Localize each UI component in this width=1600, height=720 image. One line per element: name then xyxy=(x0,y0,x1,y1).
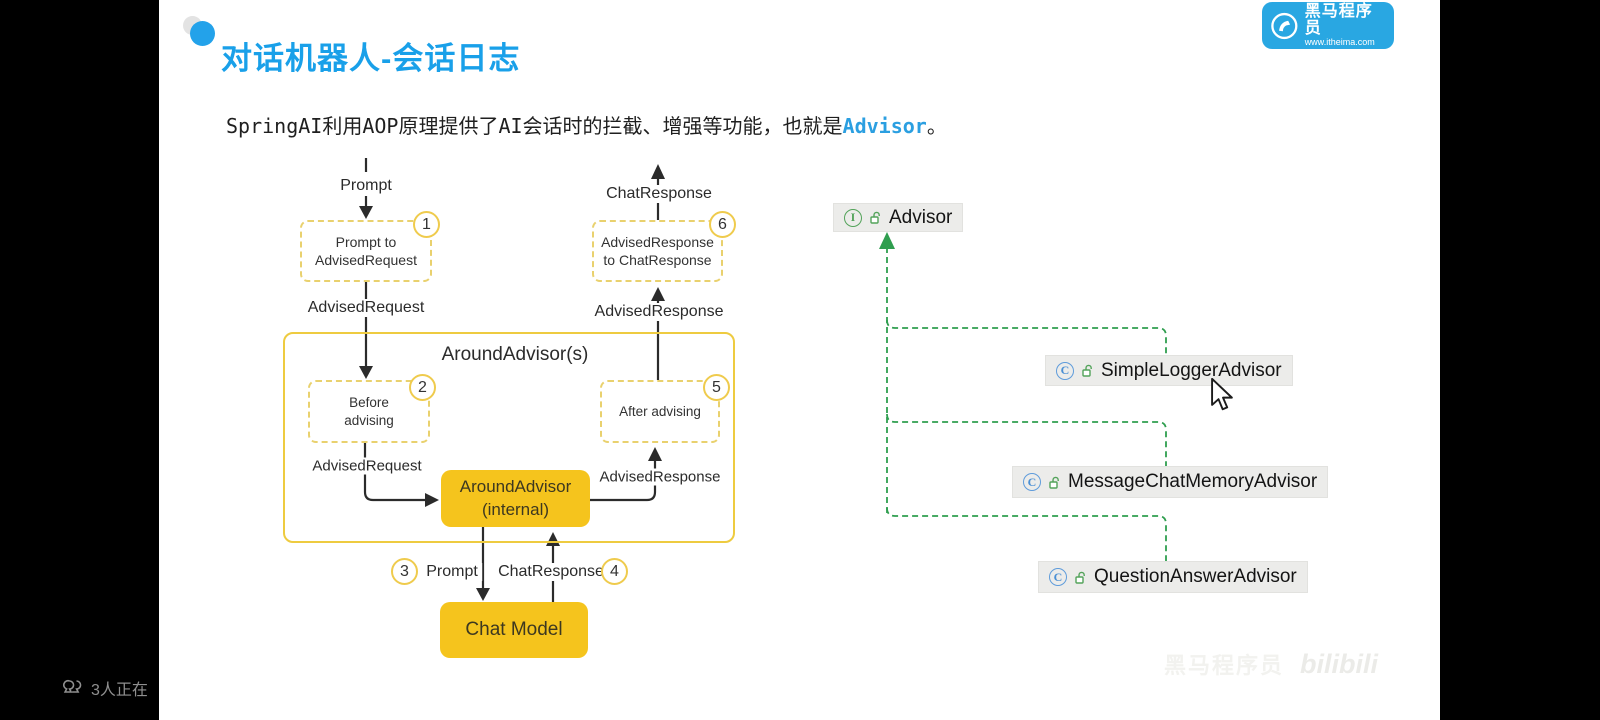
class-name-question-answer: QuestionAnswerAdvisor xyxy=(1094,566,1297,587)
chat-model-box: Chat Model xyxy=(440,602,588,658)
bilibili-logo-text: bilibili xyxy=(1300,649,1379,679)
around-advisors-title: AroundAdvisor(s) xyxy=(441,344,589,365)
class-icon: C xyxy=(1056,361,1074,380)
diagram-connectors xyxy=(359,158,1167,602)
label-prompt-bottom: Prompt xyxy=(422,563,482,581)
class-name-message-chat-memory: MessageChatMemoryAdvisor xyxy=(1068,471,1318,492)
slide: 对话机器人-会话日志 SpringAI利用AOP原理提供了AI会话时的拦截、增强… xyxy=(159,0,1440,720)
label-chatresponse-bottom: ChatResponse xyxy=(494,563,608,581)
step1-line2: AdvisedRequest xyxy=(315,252,417,268)
itheima-logo-badge: 黑马程序员 www.itheima.com xyxy=(1262,2,1394,49)
public-lock-icon xyxy=(870,211,880,224)
message-chat-memory-advisor-chip: C MessageChatMemoryAdvisor xyxy=(1012,466,1329,498)
intro-text-before: SpringAI利用AOP原理提供了AI会话时的拦截、增强等功能，也就是 xyxy=(226,114,843,138)
around-advisor-internal-box: AroundAdvisor (internal) xyxy=(441,470,590,527)
viewers-icon xyxy=(63,679,82,693)
step1-line1: Prompt to xyxy=(335,233,397,250)
step6-line2: to ChatResponse xyxy=(603,252,712,268)
advisor-interface-name: Advisor xyxy=(889,206,953,228)
horse-logo-icon xyxy=(1271,12,1298,39)
internal-line2: (internal) xyxy=(481,499,550,519)
inheritance-arrowhead xyxy=(879,232,895,249)
step1-prompt-to-advisedrequest-box: Prompt to AdvisedRequest xyxy=(300,220,432,282)
step5-number: 5 xyxy=(703,374,730,401)
chat-model-label: Chat Model xyxy=(465,618,563,640)
step1-number: 1 xyxy=(413,211,440,238)
public-lock-icon xyxy=(1075,571,1085,584)
class-icon: C xyxy=(1049,568,1067,586)
step2-number: 2 xyxy=(409,374,436,401)
advisor-interface-chip: I Advisor xyxy=(833,203,964,232)
step6-number: 6 xyxy=(709,211,736,238)
viewer-count-text: 3人正在 xyxy=(91,682,148,699)
class-name-simple-logger: SimpleLoggerAdvisor xyxy=(1101,359,1282,381)
question-answer-advisor-chip: C QuestionAnswerAdvisor xyxy=(1038,561,1308,593)
around-advisors-container xyxy=(283,332,735,543)
intro-text-after: 。 xyxy=(926,114,947,138)
label-chatresponse-top: ChatResponse xyxy=(602,185,716,203)
class-icon: C xyxy=(1023,473,1041,491)
step6-line1: AdvisedResponse xyxy=(601,233,714,250)
label-advisedrequest-1: AdvisedRequest xyxy=(303,299,429,317)
interface-icon: I xyxy=(844,208,862,227)
simple-logger-advisor-chip: C SimpleLoggerAdvisor xyxy=(1045,355,1293,386)
watermark-brand-text: 黑马程序员 xyxy=(1164,653,1285,678)
intro-sentence: SpringAI利用AOP原理提供了AI会话时的拦截、增强等功能，也就是Advi… xyxy=(226,110,947,139)
logo-url: www.itheima.com xyxy=(1304,36,1375,47)
step5-label: After advising xyxy=(619,403,701,419)
label-prompt-top: Prompt xyxy=(336,177,396,195)
step5-after-advising-box: After advising xyxy=(600,380,720,443)
bilibili-watermark: 黑马程序员 bilibili xyxy=(1164,648,1378,680)
step3-number: 3 xyxy=(391,558,418,585)
label-advisedresponse-1: AdvisedResponse xyxy=(590,303,728,321)
step4-number: 4 xyxy=(601,558,628,585)
public-lock-icon xyxy=(1049,476,1059,489)
label-advisedresponse-2: AdvisedResponse xyxy=(595,468,725,486)
label-advisedrequest-2: AdvisedRequest xyxy=(308,457,426,475)
public-lock-icon xyxy=(1082,364,1092,377)
intro-highlight: Advisor xyxy=(842,114,927,138)
pointer-icon xyxy=(1211,377,1233,411)
step6-advisedresponse-to-chatresponse-box: AdvisedResponse to ChatResponse xyxy=(592,220,723,282)
internal-line1: AroundAdvisor xyxy=(459,477,572,497)
title-bullet xyxy=(190,21,215,46)
page-title: 对话机器人-会话日志 xyxy=(221,41,521,76)
mouse-cursor xyxy=(1210,377,1235,416)
viewer-status: 3人正在 xyxy=(63,676,148,700)
step2-line1: Before xyxy=(349,394,389,410)
logo-brand-name: 黑马程序员 xyxy=(1304,2,1373,37)
step2-line2: advising xyxy=(344,412,394,428)
